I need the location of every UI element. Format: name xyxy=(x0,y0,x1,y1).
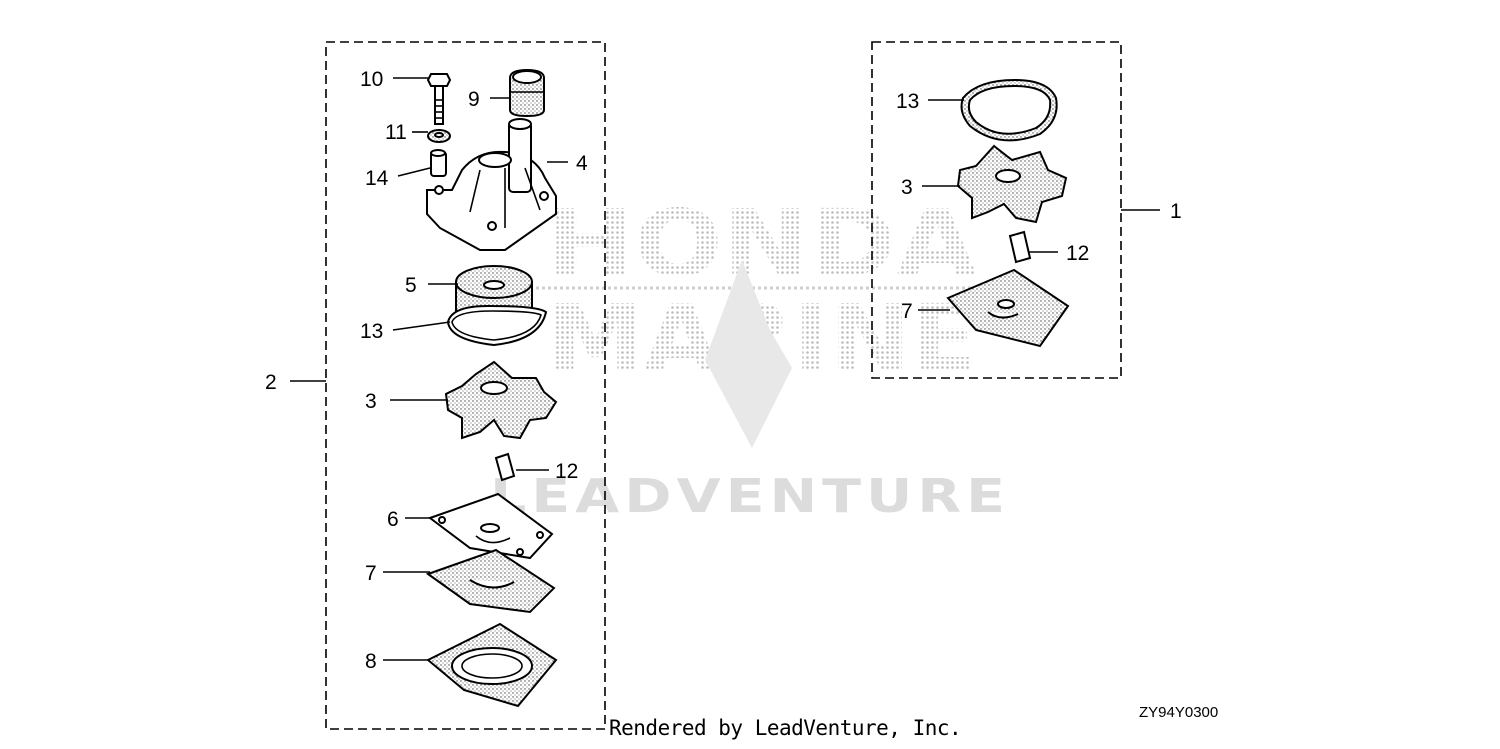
part-pump-housing xyxy=(426,118,557,251)
part-o-ring-right xyxy=(960,78,1058,142)
part-impeller-left xyxy=(444,360,558,440)
callout-3-right: 3 xyxy=(901,176,913,199)
callout-7-right: 7 xyxy=(901,300,913,323)
callout-4: 4 xyxy=(576,152,588,175)
watermark-brand: LEADVENTURE xyxy=(490,469,1010,523)
callout-1: 1 xyxy=(1170,200,1182,223)
part-washer xyxy=(427,129,451,143)
callout-10: 10 xyxy=(360,68,383,91)
watermark: HONDA MARINE LEADVENTURE xyxy=(490,190,1010,523)
callout-13-right: 13 xyxy=(896,90,919,113)
part-key-right xyxy=(1008,230,1032,264)
callout-6: 6 xyxy=(387,508,399,531)
part-o-ring-left xyxy=(446,304,548,347)
part-key-left xyxy=(494,452,516,482)
callout-3-left: 3 xyxy=(365,390,377,413)
diagram-code: ZY94Y0300 xyxy=(1139,704,1219,721)
assembly-box-right xyxy=(871,41,1122,379)
part-grommet xyxy=(509,68,545,118)
assembly-box-left xyxy=(325,41,606,730)
callout-2: 2 xyxy=(265,371,277,394)
watermark-line1: HONDA xyxy=(547,190,977,297)
callout-14: 14 xyxy=(365,167,389,190)
part-bolt xyxy=(426,73,452,125)
watermark-logo-mark xyxy=(705,260,792,448)
callout-13-left: 13 xyxy=(360,320,383,343)
callout-12-right: 12 xyxy=(1066,242,1089,265)
callout-5: 5 xyxy=(405,274,417,297)
part-plate-gasket xyxy=(426,622,558,708)
part-plate xyxy=(427,492,554,560)
callout-7-left: 7 xyxy=(365,562,377,585)
callout-9: 9 xyxy=(468,88,480,111)
callout-12-left: 12 xyxy=(555,460,578,483)
rendered-by-credit: Rendered by LeadVenture, Inc. xyxy=(609,716,962,740)
callout-11: 11 xyxy=(385,121,407,144)
part-impeller-right xyxy=(956,144,1068,224)
part-gasket-left xyxy=(425,548,556,614)
part-collar xyxy=(430,149,447,177)
callout-8: 8 xyxy=(365,650,377,673)
part-gasket-right xyxy=(946,268,1070,348)
